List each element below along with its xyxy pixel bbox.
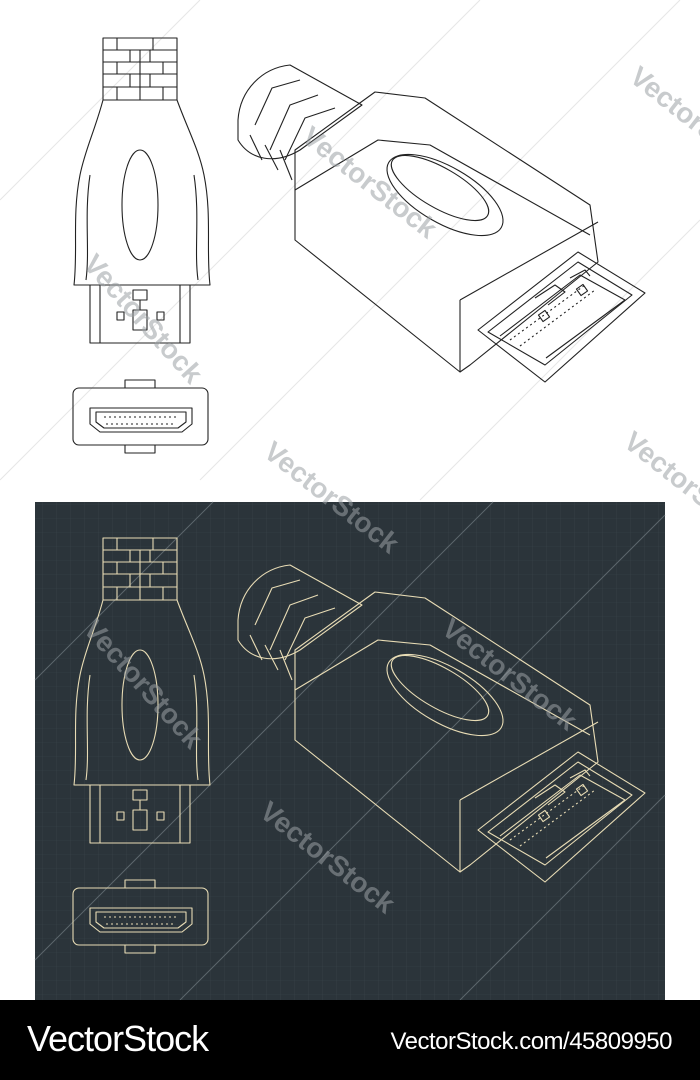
background-diagonals xyxy=(0,0,700,501)
hdmi-blueprint-illustration: VectorStock VectorStock VectorStock Vect… xyxy=(0,0,700,1000)
light-drawing xyxy=(72,37,646,454)
footer-bar: VectorStock VectorStock.com/45809950 xyxy=(0,1000,700,1080)
image-url: VectorStock.com/45809950 xyxy=(390,1028,672,1055)
svg-text:VectorStock: VectorStock xyxy=(296,120,443,244)
brand-logo: VectorStock xyxy=(27,1018,209,1059)
svg-text:VectorStock: VectorStock xyxy=(624,60,700,184)
panel-diagonals xyxy=(34,501,666,1000)
svg-text:VectorStock: VectorStock xyxy=(78,248,210,389)
